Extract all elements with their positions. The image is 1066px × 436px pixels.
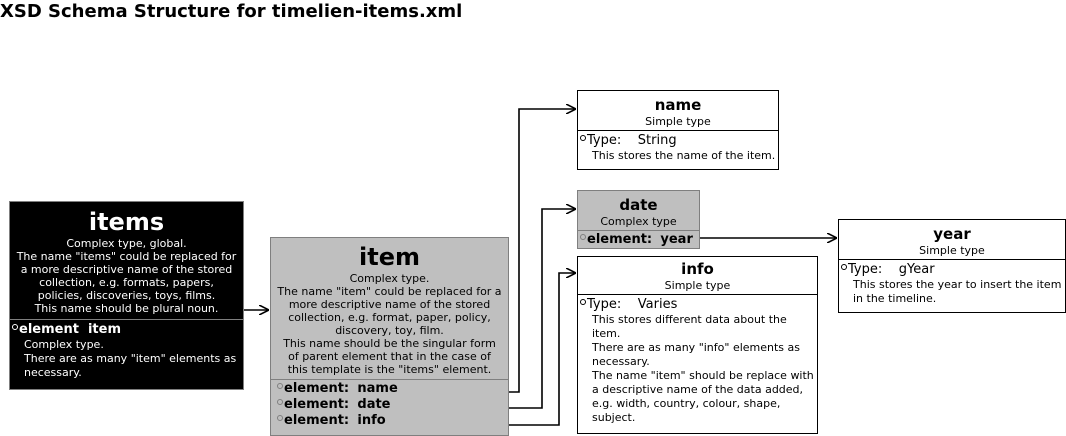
diagram-title: XSD Schema Structure for timelien-items.… (0, 1, 463, 22)
node-description-line: of parent element that in the case of (288, 350, 491, 363)
element-bullet-icon (277, 415, 283, 421)
element-name: year (660, 232, 693, 247)
node-name-body: Type: String This stores the name of the… (578, 130, 778, 163)
node-name-header: name Simple type (578, 95, 778, 128)
node-description-line: discovery, toy, film. (335, 324, 444, 337)
node-year-body: Type: gYear This stores the year to inse… (839, 259, 1065, 306)
node-item-body: element: name element: date element: inf… (271, 379, 508, 429)
element-label: element: (284, 381, 350, 396)
element-row-item[interactable]: element item (12, 322, 241, 338)
node-title: date (619, 196, 658, 214)
node-subtitle: Complex type, global. (66, 237, 187, 250)
element-bullet-icon (12, 324, 18, 330)
node-note: in the timeline. (853, 292, 937, 305)
node-items-header: items Complex type, global. The name "it… (10, 207, 243, 315)
element-row-name[interactable]: element: name (277, 381, 506, 397)
node-title: name (654, 96, 702, 114)
element-bullet-icon (277, 383, 283, 389)
node-info-body: Type: Varies This stores different data … (578, 294, 817, 425)
node-description-line: collection, e.g. format, paper, policy, (288, 311, 491, 324)
node-description-line: a more descriptive name of the stored (20, 263, 233, 276)
node-title: items (88, 208, 165, 236)
element-name: date (357, 397, 391, 412)
element-label: element: (284, 397, 350, 412)
connector-item-to-date (509, 209, 575, 409)
element-name: info (357, 413, 386, 428)
type-bullet-icon (580, 135, 586, 141)
node-description-line: This name should be the singular form (283, 337, 496, 350)
element-note: There are as many "item" elements as (24, 352, 237, 365)
node-info[interactable]: info Simple type Type: Varies This store… (577, 256, 818, 434)
node-subtitle: Simple type (645, 115, 711, 128)
node-subtitle: Simple type (919, 244, 985, 257)
node-title: year (933, 225, 971, 243)
type-bullet-icon (580, 299, 586, 305)
node-note: item. (592, 327, 621, 340)
node-title: info (681, 260, 714, 278)
element-label: element: (284, 413, 350, 428)
node-note: The name "item" should be replace with (592, 369, 814, 382)
node-note: a descriptive name of the data added, (592, 383, 804, 396)
element-label: element: (587, 232, 653, 247)
element-note: Complex type. (24, 338, 104, 351)
node-item[interactable]: item Complex type. The name "item" could… (270, 237, 509, 436)
type-row: Type: gYear (841, 262, 1063, 278)
node-subtitle: Complex type. (349, 272, 430, 285)
element-row-year[interactable]: element: year (580, 232, 697, 248)
element-label: element item (19, 322, 122, 337)
element-name: name (357, 381, 398, 396)
type-value: Varies (637, 297, 678, 312)
element-note: necessary. (24, 366, 82, 379)
node-items[interactable]: items Complex type, global. The name "it… (9, 201, 244, 390)
type-value: String (637, 133, 677, 148)
node-date-body: element: year (578, 230, 699, 248)
type-bullet-icon (841, 264, 847, 270)
node-date[interactable]: date Complex type element: year (577, 190, 700, 249)
type-label: Type: (587, 133, 622, 148)
node-note: subject. (592, 411, 636, 424)
element-bullet-icon (580, 234, 586, 240)
node-description-line: policies, discoveries, toys, films. (37, 289, 216, 302)
node-year[interactable]: year Simple type Type: gYear This stores… (838, 219, 1066, 313)
element-row-info[interactable]: element: info (277, 413, 506, 429)
node-description-line: The name "items" could be replaced for (16, 250, 237, 263)
node-note: This stores different data about the (592, 313, 787, 326)
connector-item-to-info (509, 273, 575, 426)
node-description-line: this template is the "items" element. (287, 363, 492, 376)
node-info-header: info Simple type (578, 259, 817, 292)
type-row: Type: Varies (580, 297, 815, 313)
node-note: This stores the year to insert the item (853, 278, 1062, 291)
node-note: This stores the name of the item. (592, 149, 776, 162)
node-description-line: The name "item" could be replaced for a (277, 285, 502, 298)
node-note: e.g. width, country, colour, shape, (592, 397, 781, 410)
element-row-date[interactable]: element: date (277, 397, 506, 413)
node-description-line: collection, e.g. formats, papers, (39, 276, 214, 289)
node-subtitle: Complex type (600, 215, 677, 228)
node-description-line: more descriptive name of the stored (288, 298, 491, 311)
node-note: There are as many "info" elements as (592, 341, 800, 354)
element-bullet-icon (277, 399, 283, 405)
node-name[interactable]: name Simple type Type: String This store… (577, 90, 779, 170)
node-description-line: This name should be plural noun. (34, 302, 219, 315)
node-note: necessary. (592, 355, 650, 368)
node-year-header: year Simple type (839, 224, 1065, 257)
type-label: Type: (848, 262, 883, 277)
type-value: gYear (898, 262, 935, 277)
node-date-header: date Complex type (578, 195, 699, 228)
connector-item-to-name (509, 109, 575, 393)
node-subtitle: Simple type (664, 279, 731, 292)
type-label: Type: (587, 297, 622, 312)
node-item-header: item Complex type. The name "item" could… (271, 242, 508, 376)
node-title: item (359, 243, 420, 271)
type-row: Type: String (580, 133, 776, 149)
node-items-body: element item Complex type. There are as … (10, 319, 243, 380)
